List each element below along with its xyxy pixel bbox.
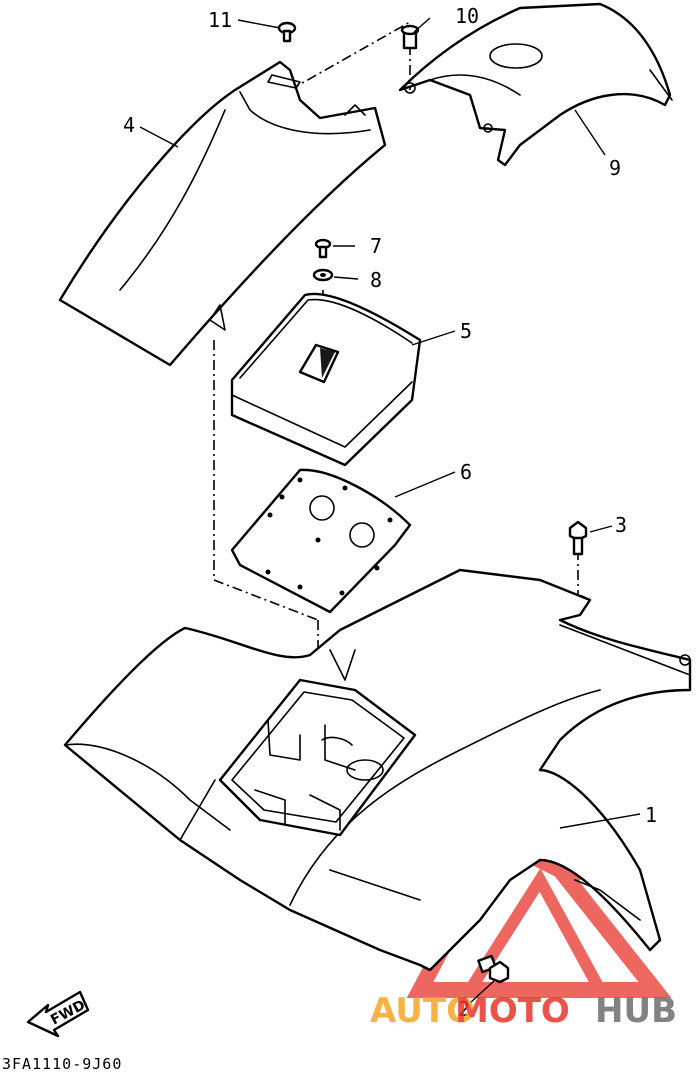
part-5-lid [230, 292, 422, 467]
callout-2: 2 [458, 997, 470, 1021]
watermark-text: AUTO MOTO HUB [370, 991, 677, 1031]
part-9-fender-cover [398, 2, 673, 167]
callout-7: 7 [370, 234, 382, 258]
part-10-bolt [400, 24, 420, 50]
callout-1: 1 [645, 803, 657, 827]
part-8-washer [312, 268, 334, 282]
part-7-screw [314, 238, 332, 259]
part-11-screw [277, 21, 297, 43]
part-4-front-fender [58, 60, 387, 367]
watermark-hub: HUB [595, 991, 677, 1031]
leader-lines [139, 17, 641, 1004]
forward-arrow-icon: FWD [26, 990, 90, 1038]
callout-4: 4 [123, 113, 135, 137]
part-1-rear-fender [63, 568, 692, 972]
watermark-moto: MOTO [455, 991, 570, 1031]
callout-11: 11 [208, 8, 232, 32]
part-2-bolt [477, 954, 510, 984]
diagram-code: 3FA1110-9J60 [2, 1055, 122, 1073]
callout-9: 9 [609, 156, 621, 180]
callout-10: 10 [455, 4, 479, 28]
watermark-auto: AUTO [370, 991, 475, 1031]
callout-labels: 1 2 3 4 5 6 7 8 9 10 11 [123, 4, 657, 1021]
callout-6: 6 [460, 460, 472, 484]
callout-8: 8 [370, 268, 382, 292]
callout-3: 3 [615, 513, 627, 537]
callout-5: 5 [460, 319, 472, 343]
part-6-gasket [230, 468, 412, 614]
